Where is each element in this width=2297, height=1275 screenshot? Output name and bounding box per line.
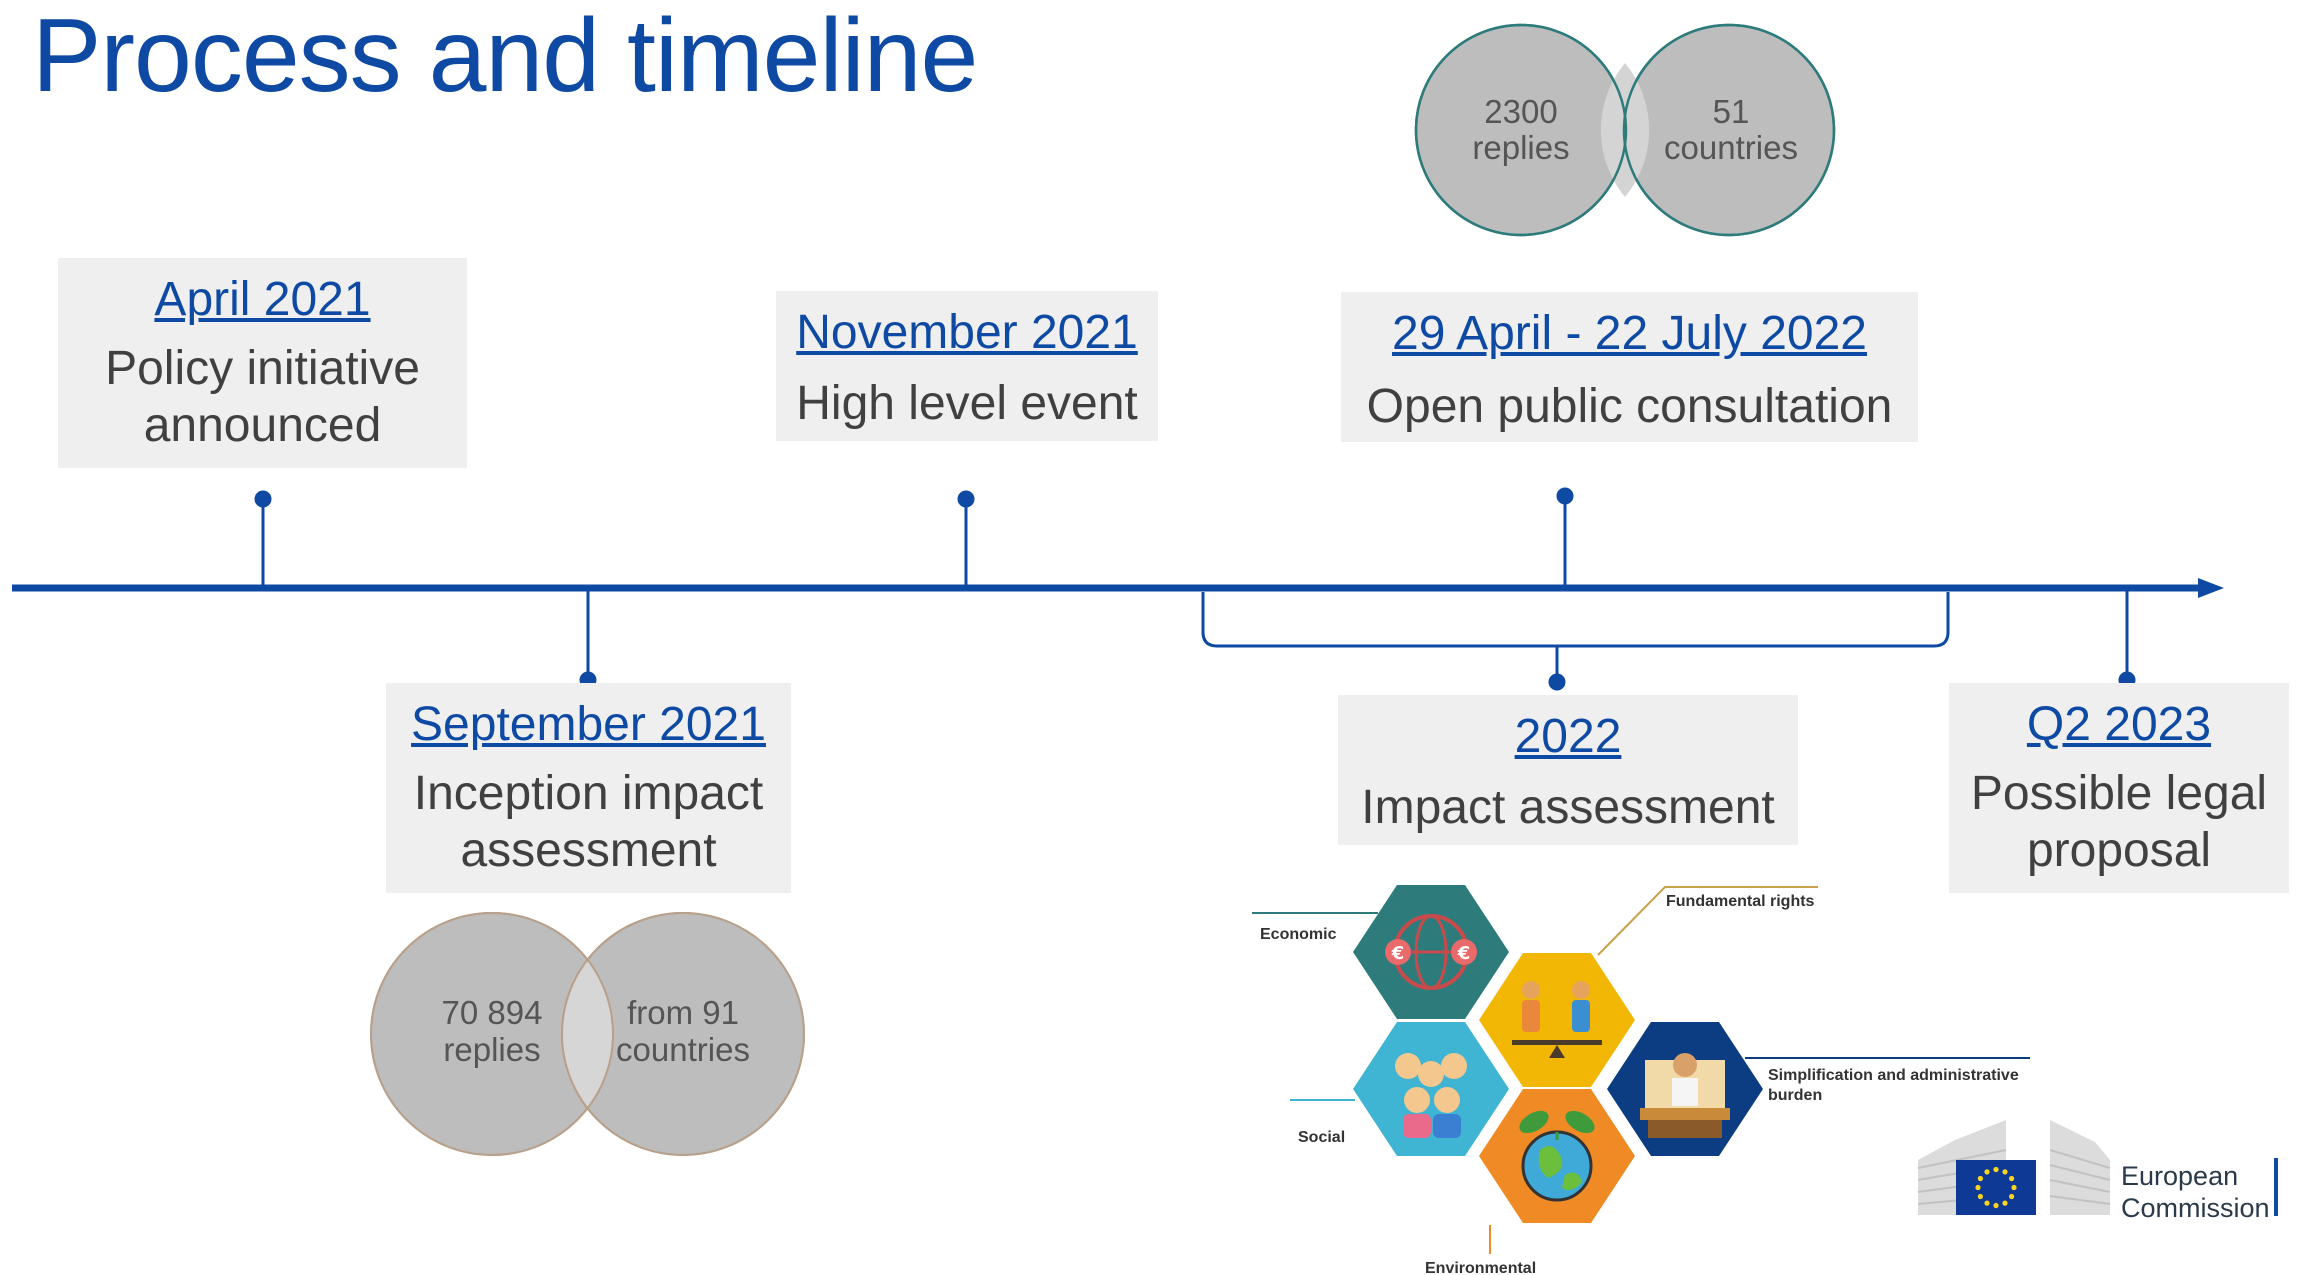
label-fundamental-rights: Fundamental rights xyxy=(1666,893,1815,910)
eu-flag-star xyxy=(1984,1169,1990,1175)
svg-text:€: € xyxy=(1457,943,1471,964)
eu-flag-star xyxy=(1977,1175,1983,1182)
event-desc-april2021-line2: announced xyxy=(143,399,382,452)
connector-dot-ia2022 xyxy=(1548,673,1566,691)
hex-fundamental-rights xyxy=(1479,953,1635,1087)
event-desc-april2021-line1: Policy initiative xyxy=(105,342,420,395)
event-date-nov2021[interactable]: November 2021 xyxy=(796,306,1138,359)
eu-flag-star xyxy=(1977,1193,1983,1200)
connector-dot-consultation xyxy=(1556,487,1574,505)
label-simplification-line2: burden xyxy=(1768,1087,1822,1104)
eu-flag-star xyxy=(2009,1193,2015,1200)
eu-flag-star xyxy=(2009,1175,2015,1182)
event-sept2021: September 2021 Inception impact assessme… xyxy=(386,683,791,893)
eu-flag-star xyxy=(1975,1184,1981,1191)
event-desc-q22023-line1: Possible legal xyxy=(1970,767,2268,820)
event-april2021: April 2021 Policy initiative announced xyxy=(58,258,467,468)
event-desc-sept2021-line2: assessment xyxy=(460,824,717,877)
venn-inception-left-line1: 70 894 xyxy=(442,994,543,1031)
eu-flag-star xyxy=(1993,1166,1999,1173)
venn-inception: 70 894 replies from 91 countries xyxy=(370,912,805,1156)
event-nov2021: November 2021 High level event xyxy=(776,291,1158,441)
impact-hexagons: € € xyxy=(1252,885,2030,1275)
people-group-icon xyxy=(1395,1053,1467,1138)
event-date-ia2022[interactable]: 2022 xyxy=(1514,710,1622,763)
people-balance-icon xyxy=(1512,981,1602,1058)
event-date-q22023[interactable]: Q2 2023 xyxy=(2026,698,2212,751)
european-commission-logo xyxy=(1917,1120,2278,1216)
eu-flag-star xyxy=(2011,1184,2017,1191)
label-simplification-line1: Simplification and administrative xyxy=(1768,1067,2019,1084)
eu-flag-star xyxy=(2002,1200,2008,1206)
ec-logo-text: European Commission xyxy=(2121,1160,2270,1224)
bracket-2022 xyxy=(1201,592,1950,648)
venn-consultation-left-line2: replies xyxy=(1472,129,1569,166)
event-desc-ia2022: Impact assessment xyxy=(1361,781,1775,834)
connector-dot-april2021 xyxy=(254,490,272,508)
eu-flag-star xyxy=(1984,1200,1990,1206)
venn-consultation-right-line1: 51 xyxy=(1713,93,1750,130)
page-title: Process and timeline xyxy=(32,0,978,114)
event-date-sept2021[interactable]: September 2021 xyxy=(411,698,766,751)
timeline-arrowhead xyxy=(2198,578,2224,598)
svg-text:€: € xyxy=(1391,943,1405,964)
event-desc-nov2021: High level event xyxy=(796,377,1138,430)
event-desc-sept2021-line1: Inception impact xyxy=(413,767,764,820)
ec-logo-line1: European xyxy=(2121,1161,2239,1191)
venn-consultation: 2300 replies 51 countries xyxy=(1414,23,1836,237)
venn-consultation-left-line1: 2300 xyxy=(1484,93,1557,130)
globe-leaves-icon xyxy=(1519,1110,1595,1202)
eu-flag-star xyxy=(2002,1169,2008,1175)
event-date-consultation[interactable]: 29 April - 22 July 2022 xyxy=(1392,307,1867,360)
eu-flag-star xyxy=(1993,1202,1999,1209)
venn-inception-right-line2: countries xyxy=(616,1031,750,1068)
event-desc-consultation: Open public consultation xyxy=(1366,380,1893,433)
event-ia2022: 2022 Impact assessment xyxy=(1338,695,1798,845)
hex-social xyxy=(1353,1022,1509,1156)
event-q22023: Q2 2023 Possible legal proposal xyxy=(1949,683,2289,893)
event-desc-q22023-line2: proposal xyxy=(2026,824,2212,877)
label-social: Social xyxy=(1298,1129,1345,1146)
venn-inception-right-line1: from 91 xyxy=(627,994,739,1031)
official-desk-icon xyxy=(1640,1053,1730,1138)
venn-inception-left-line2: replies xyxy=(443,1031,540,1068)
globe-euro-icon: € € xyxy=(1385,914,1477,990)
label-environmental: Environmental xyxy=(1425,1260,1536,1275)
event-date-april2021[interactable]: April 2021 xyxy=(154,273,371,326)
label-economic: Economic xyxy=(1260,926,1337,943)
venn-consultation-right-line2: countries xyxy=(1664,129,1798,166)
venn-inception-overlap xyxy=(562,960,614,1108)
connector-dot-nov2021 xyxy=(957,490,975,508)
event-consultation: 29 April - 22 July 2022 Open public cons… xyxy=(1341,292,1918,442)
ec-logo-line2: Commission xyxy=(2121,1193,2270,1223)
